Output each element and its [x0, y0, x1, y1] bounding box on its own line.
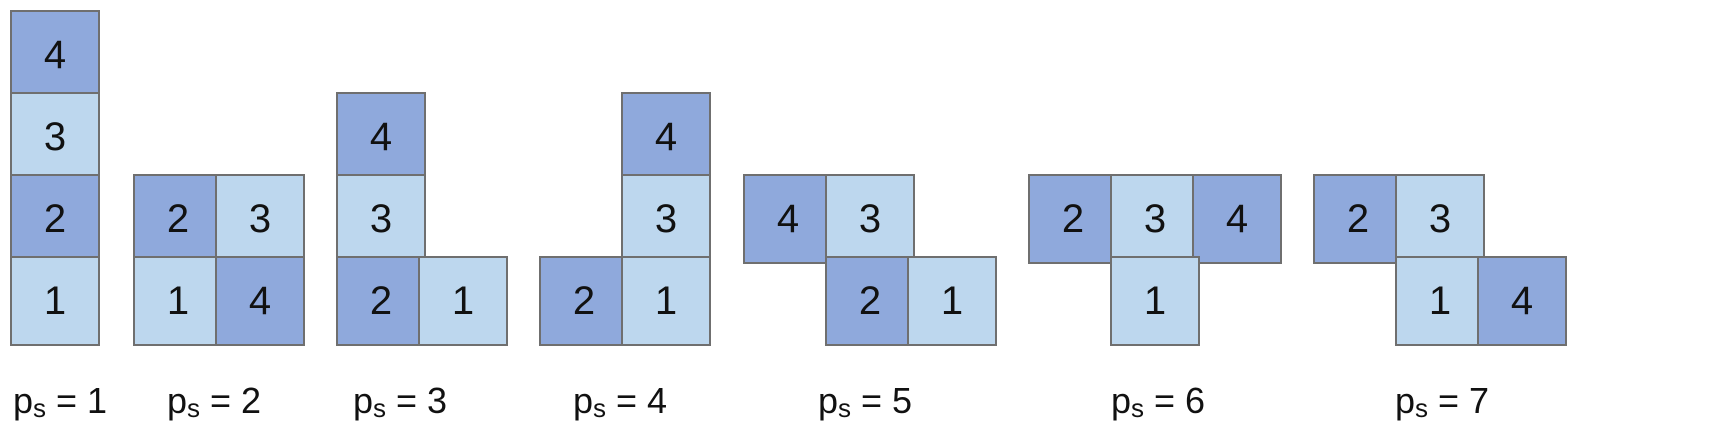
caption-ps-3: ps = 3: [300, 380, 500, 430]
cell: 3: [1110, 174, 1200, 264]
caption-p: p: [166, 380, 187, 421]
cell: 2: [336, 256, 426, 346]
caption-value: = 2: [199, 380, 262, 421]
caption-subscript: s: [32, 393, 46, 423]
cell: 3: [336, 174, 426, 264]
cell: 2: [10, 174, 100, 264]
cell: 4: [1477, 256, 1567, 346]
caption-p: p: [817, 380, 838, 421]
caption-p: p: [1394, 380, 1415, 421]
caption-p: p: [572, 380, 593, 421]
cell: 3: [1395, 174, 1485, 264]
caption-value: = 4: [605, 380, 668, 421]
cell: 4: [215, 256, 305, 346]
caption-ps-4: ps = 4: [520, 380, 720, 430]
cell: 2: [1313, 174, 1403, 264]
cell: 4: [621, 92, 711, 182]
cell: 3: [825, 174, 915, 264]
cell: 3: [10, 92, 100, 182]
cell: 4: [743, 174, 833, 264]
cell: 4: [1192, 174, 1282, 264]
caption-ps-2: ps = 2: [114, 380, 314, 430]
caption-value: = 5: [850, 380, 913, 421]
caption-ps-1: ps = 1: [0, 380, 160, 430]
cell: 1: [621, 256, 711, 346]
caption-subscript: s: [372, 393, 386, 423]
caption-subscript: s: [1414, 393, 1428, 423]
cell: 2: [1028, 174, 1118, 264]
cell: 3: [621, 174, 711, 264]
caption-p: p: [1110, 380, 1131, 421]
cell: 2: [133, 174, 223, 264]
caption-ps-5: ps = 5: [765, 380, 965, 430]
cell: 1: [418, 256, 508, 346]
caption-value: = 7: [1427, 380, 1490, 421]
caption-p: p: [12, 380, 33, 421]
caption-ps-6: ps = 6: [1058, 380, 1258, 430]
caption-value: = 1: [45, 380, 108, 421]
cell: 1: [907, 256, 997, 346]
cell: 1: [133, 256, 223, 346]
caption-value: = 6: [1143, 380, 1206, 421]
cell: 4: [10, 10, 100, 100]
caption-subscript: s: [592, 393, 606, 423]
cell: 4: [336, 92, 426, 182]
caption-subscript: s: [1130, 393, 1144, 423]
cell: 1: [10, 256, 100, 346]
caption-subscript: s: [837, 393, 851, 423]
cell: 1: [1395, 256, 1485, 346]
cell: 1: [1110, 256, 1200, 346]
caption-ps-7: ps = 7: [1342, 380, 1542, 430]
cell: 2: [825, 256, 915, 346]
cell: 3: [215, 174, 305, 264]
caption-p: p: [352, 380, 373, 421]
cell: 2: [539, 256, 629, 346]
caption-subscript: s: [186, 393, 200, 423]
caption-value: = 3: [385, 380, 448, 421]
